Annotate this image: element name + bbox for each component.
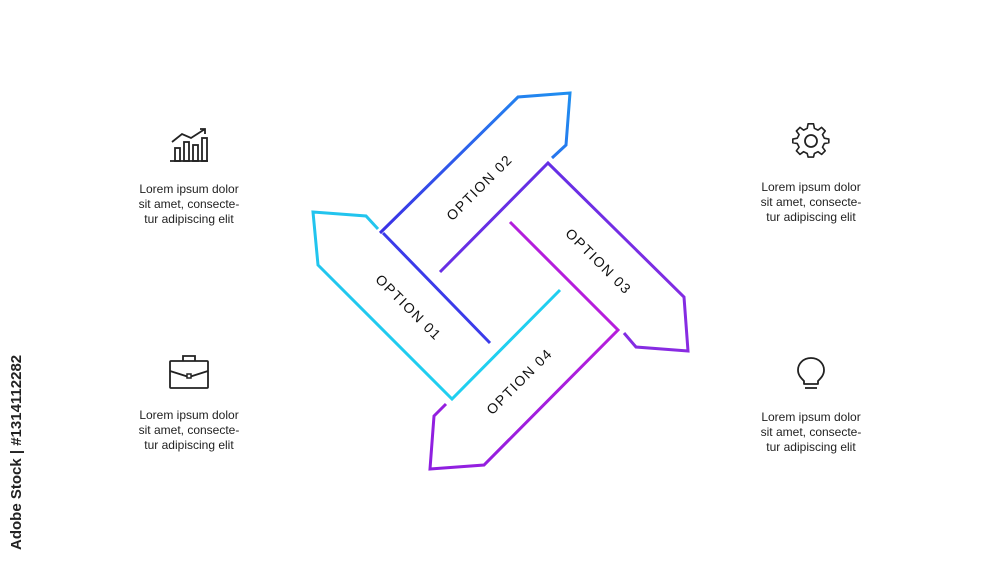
- block-text-line: sit amet, consecte-: [760, 425, 862, 439]
- info-block-bottom-left: Lorem ipsum dolor sit amet, consecte- tu…: [114, 352, 264, 453]
- lightbulb-icon: [736, 356, 886, 396]
- block-text-line: tur adipiscing elit: [144, 212, 234, 226]
- block-text-line: Lorem ipsum dolor: [139, 182, 239, 196]
- block-text-line: tur adipiscing elit: [766, 440, 856, 454]
- block-text-line: Lorem ipsum dolor: [139, 408, 239, 422]
- block-text-line: Lorem ipsum dolor: [761, 410, 861, 424]
- option-01-label: OPTION 01: [372, 271, 445, 344]
- option-01-arrow: [311, 210, 562, 402]
- block-text-line: tur adipiscing elit: [144, 438, 234, 452]
- stock-watermark: Adobe Stock | #1314112282: [8, 354, 25, 550]
- info-block-top-right: Lorem ipsum dolor sit amet, consecte- tu…: [736, 122, 886, 225]
- block-text-line: sit amet, consecte-: [760, 195, 862, 209]
- option-01-inner-line: [381, 231, 492, 345]
- option-04-arrow: [428, 220, 621, 471]
- block-text-line: Lorem ipsum dolor: [761, 180, 861, 194]
- block-text-line: sit amet, consecte-: [138, 423, 240, 437]
- option-02-arrow: [378, 91, 572, 235]
- chart-growth-icon: [114, 126, 264, 168]
- option-03-arrow: [438, 160, 690, 353]
- block-text-line: tur adipiscing elit: [766, 210, 856, 224]
- briefcase-icon: [114, 352, 264, 394]
- block-text-line: sit amet, consecte-: [138, 197, 240, 211]
- gear-icon: [736, 122, 886, 166]
- info-block-bottom-right: Lorem ipsum dolor sit amet, consecte- tu…: [736, 356, 886, 455]
- info-block-top-left: Lorem ipsum dolor sit amet, consecte- tu…: [114, 126, 264, 227]
